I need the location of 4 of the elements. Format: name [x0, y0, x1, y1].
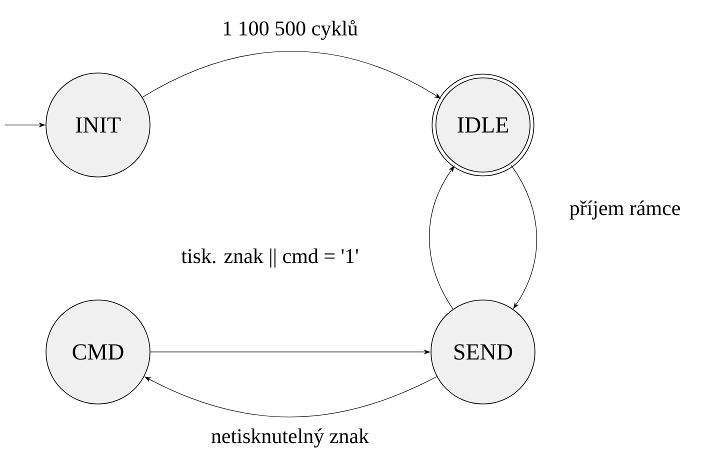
edge-label: tisk. znak || cmd = '1' — [180, 247, 360, 269]
edge-label: 1 100 500 cyklů — [221, 19, 359, 41]
edge-label: příjem rámce — [568, 199, 682, 221]
edge-label: netisknutelný znak — [210, 427, 370, 449]
